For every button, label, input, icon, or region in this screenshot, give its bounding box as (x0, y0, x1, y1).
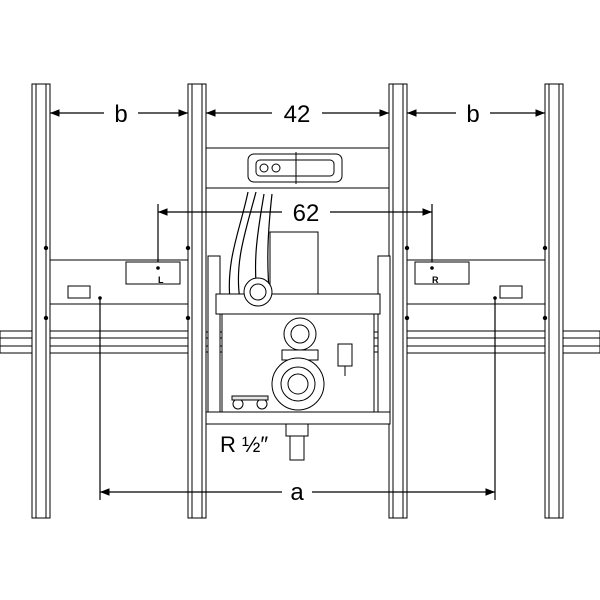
screws (43, 245, 548, 321)
connector-icon (337, 343, 353, 367)
vertical-profiles (31, 83, 564, 519)
dim-a: a (290, 479, 304, 506)
profile-right-inner (388, 83, 408, 519)
rail-clips (0, 330, 600, 354)
profile-left-inner (187, 83, 207, 519)
profile-right-outer (544, 83, 564, 519)
left-connection-label: L (158, 275, 164, 285)
dim-62: 62 (293, 200, 320, 227)
top-bracket (205, 147, 390, 189)
dim-42: 42 (284, 101, 311, 128)
valve-housing (269, 231, 319, 303)
dim-b-left: b (114, 101, 127, 128)
right-connection-label: R (432, 275, 439, 285)
profile-left-outer (31, 83, 51, 519)
water-inlet-pipe (289, 435, 305, 461)
thread-size-label: R ½″ (220, 432, 268, 457)
dimension-lines (50, 109, 545, 500)
side-panels (49, 259, 546, 305)
valve-parts (231, 277, 353, 411)
dim-b-right: b (466, 101, 479, 128)
